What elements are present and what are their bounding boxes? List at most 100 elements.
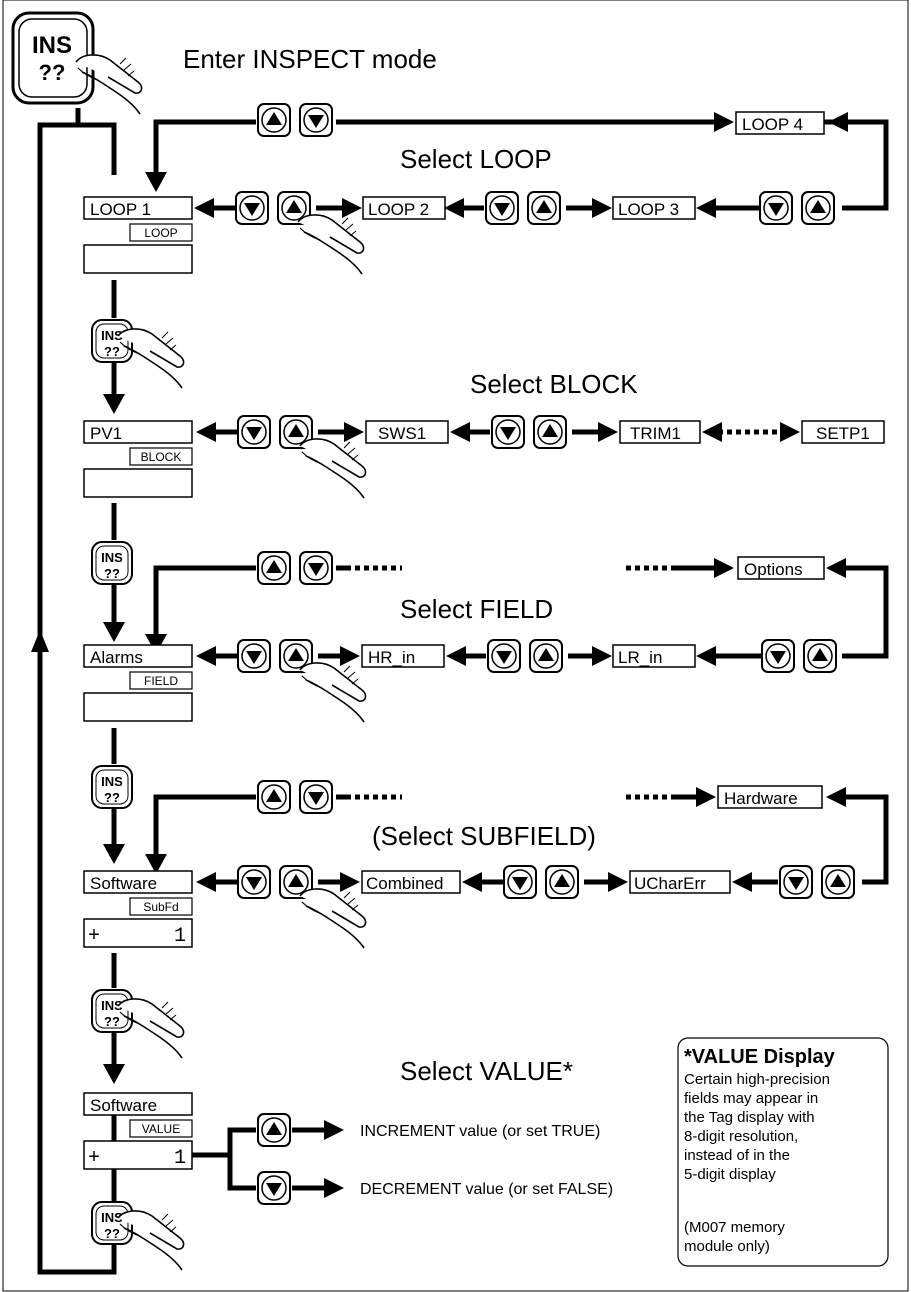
increment-label: INCREMENT value (or set TRUE) xyxy=(360,1123,600,1140)
down-key[interactable] xyxy=(762,640,794,672)
tag-label-text: BLOCK xyxy=(141,450,182,464)
down-key[interactable] xyxy=(300,104,332,136)
flow-arrow-head xyxy=(103,394,125,414)
down-key[interactable] xyxy=(780,866,812,898)
ins-key[interactable]: INS ?? xyxy=(92,320,132,362)
up-key[interactable] xyxy=(802,192,834,224)
note-line: 8-digit resolution, xyxy=(684,1128,798,1145)
value-sign: + xyxy=(88,925,100,948)
section-title: Select BLOCK xyxy=(470,369,638,399)
tag-display-text: Alarms xyxy=(90,648,143,667)
decrement-label: DECREMENT value (or set FALSE) xyxy=(360,1181,613,1198)
display-text: HR_in xyxy=(368,648,415,667)
up-key[interactable] xyxy=(822,866,854,898)
section-loop: LOOP 4 Select LOOP LOOP 2 LOOP 3 LOOP 1 … xyxy=(84,104,886,274)
down-key[interactable] xyxy=(488,640,520,672)
section-block: Select BLOCK SWS1 TRIM1 SETP1 PV1 BLOCK xyxy=(84,369,884,498)
ins-key-label: INS xyxy=(101,550,123,565)
tag-display-text: Software xyxy=(90,1096,157,1115)
tag-display-text: LOOP 1 xyxy=(90,200,151,219)
tag-label-text: SubFd xyxy=(143,900,178,914)
up-key[interactable] xyxy=(534,416,566,448)
display-text: Combined xyxy=(366,874,444,893)
section-title: Select LOOP xyxy=(400,144,552,174)
ins-key-label: INS xyxy=(32,32,72,59)
down-key[interactable] xyxy=(492,416,524,448)
ins-key[interactable]: INS ?? xyxy=(92,1202,132,1244)
section-title: (Select SUBFIELD) xyxy=(372,821,596,851)
tag-label-text: LOOP xyxy=(144,226,177,240)
header-title: Enter INSPECT mode xyxy=(183,44,437,74)
down-key[interactable] xyxy=(238,866,270,898)
section-title: Select FIELD xyxy=(400,594,553,624)
note-title: *VALUE Display xyxy=(684,1046,836,1068)
down-key[interactable] xyxy=(760,192,792,224)
up-key[interactable] xyxy=(546,866,578,898)
note-line: Certain high-precision xyxy=(684,1071,830,1088)
section-field: Options Select FIELD HR_in LR_in Alarms … xyxy=(84,552,886,722)
pointing-hand-icon xyxy=(300,439,366,498)
value-display xyxy=(84,469,192,497)
ins-key-label: INS xyxy=(101,774,123,789)
flow-arrow-head xyxy=(103,844,125,864)
tag-display-text: Software xyxy=(90,874,157,893)
value-number: 1 xyxy=(174,925,186,948)
value-display xyxy=(84,693,192,721)
value-number: 1 xyxy=(174,1147,186,1170)
up-key[interactable] xyxy=(258,1114,290,1146)
down-key[interactable] xyxy=(258,1172,290,1204)
display-text: LOOP 4 xyxy=(742,115,803,134)
ins-key-sublabel: ?? xyxy=(104,1014,120,1029)
down-key[interactable] xyxy=(236,192,268,224)
down-key[interactable] xyxy=(504,866,536,898)
display-text: SETP1 xyxy=(816,424,870,443)
tag-display-text: PV1 xyxy=(90,424,122,443)
note-line: module only) xyxy=(684,1238,770,1255)
section-value: Select VALUE* Software VALUE + 1 INCREME… xyxy=(84,1056,613,1204)
up-key[interactable] xyxy=(804,640,836,672)
down-key[interactable] xyxy=(238,416,270,448)
up-key[interactable] xyxy=(258,781,290,813)
ins-key-sublabel: ?? xyxy=(39,60,66,85)
section-subfield: Hardware (Select SUBFIELD) Combined UCha… xyxy=(84,781,886,948)
display-text: TRIM1 xyxy=(630,424,681,443)
tag-label-text: FIELD xyxy=(144,674,178,688)
display-text: Options xyxy=(744,560,803,579)
section-title: Select VALUE* xyxy=(400,1056,573,1086)
note-line: fields may appear in xyxy=(684,1090,818,1107)
display-text: Hardware xyxy=(724,789,798,808)
tag-label-text: VALUE xyxy=(142,1122,180,1136)
pointing-hand-icon xyxy=(300,663,366,722)
up-key[interactable] xyxy=(258,552,290,584)
display-text: LOOP 2 xyxy=(368,200,429,219)
pointing-hand-icon xyxy=(300,889,366,948)
ins-key[interactable]: INS ?? xyxy=(92,990,132,1032)
up-key[interactable] xyxy=(530,640,562,672)
ins-key-sublabel: ?? xyxy=(104,1226,120,1241)
note-line: 5-digit display xyxy=(684,1166,776,1183)
ins-key-sublabel: ?? xyxy=(104,344,120,359)
value-sign: + xyxy=(88,1147,100,1170)
flow-arrow-head xyxy=(103,1064,125,1084)
display-text: LR_in xyxy=(618,648,662,667)
down-key[interactable] xyxy=(300,552,332,584)
display-text: UCharErr xyxy=(634,874,706,893)
down-key[interactable] xyxy=(238,640,270,672)
down-key[interactable] xyxy=(486,192,518,224)
up-key[interactable] xyxy=(258,104,290,136)
ins-key[interactable]: INS ?? xyxy=(92,542,132,584)
pointing-hand-icon xyxy=(298,215,364,274)
display-text: LOOP 3 xyxy=(618,200,679,219)
ins-key-sublabel: ?? xyxy=(104,566,120,581)
note-line: instead of in the xyxy=(684,1147,790,1164)
display-text: SWS1 xyxy=(378,424,426,443)
ins-key[interactable]: INS ?? xyxy=(92,766,132,808)
value-display xyxy=(84,245,192,273)
up-key[interactable] xyxy=(528,192,560,224)
return-arrow-head xyxy=(31,630,49,652)
down-key[interactable] xyxy=(300,781,332,813)
ins-key-sublabel: ?? xyxy=(104,790,120,805)
note-line: (M007 memory xyxy=(684,1219,785,1236)
flow-arrow-head xyxy=(103,622,125,642)
